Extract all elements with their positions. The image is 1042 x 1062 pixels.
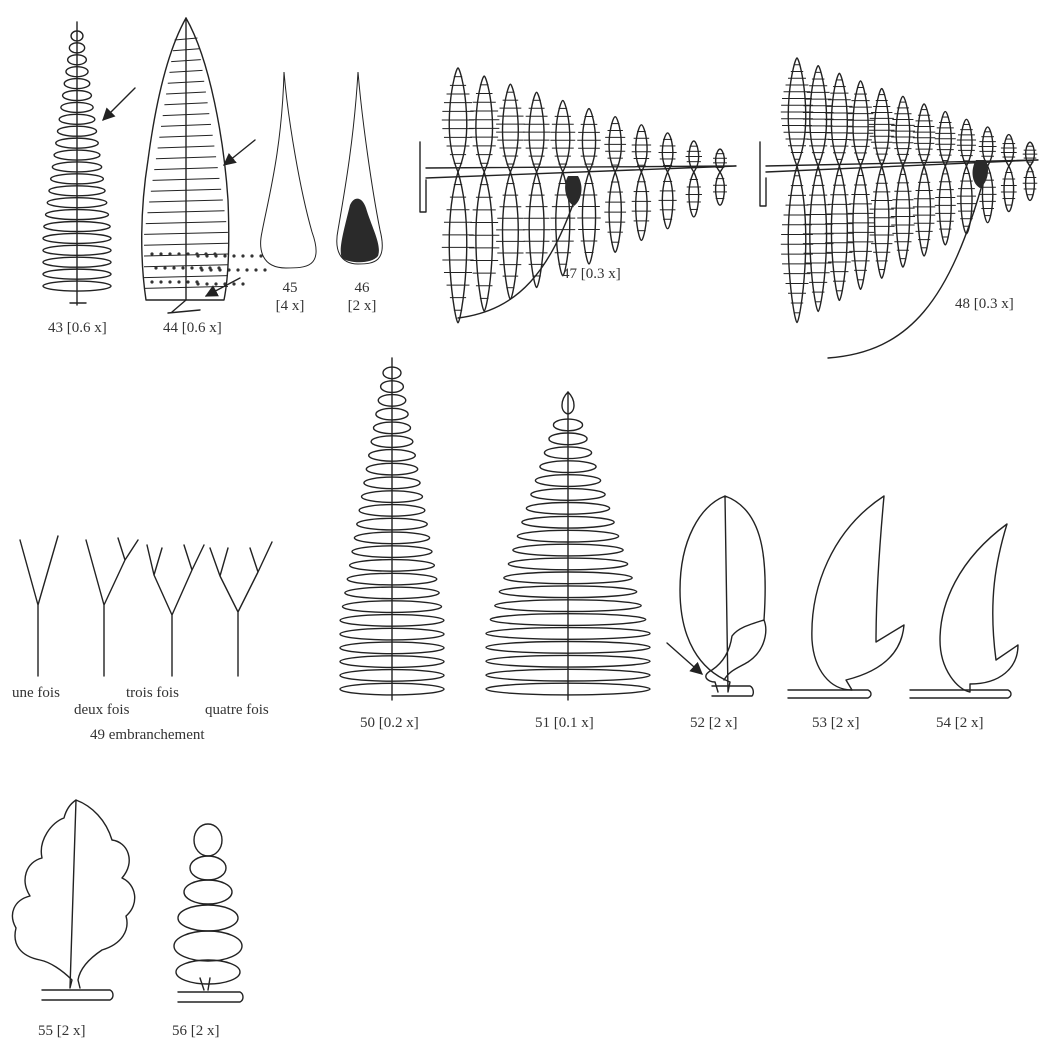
sorus-dot [177,280,180,283]
arrow-icon [667,643,702,674]
sorus-dot [186,252,189,255]
pinna [476,172,493,311]
sorus-dot [263,268,266,271]
caption-52: 52 [2 x] [690,715,738,731]
caption-45-number: 45 [283,280,298,296]
pinna [476,76,493,172]
caption-51: 51 [0.1 x] [535,715,594,731]
caption-55: 55 [2 x] [38,1023,86,1039]
sorus-dot [168,252,171,255]
caption-53: 53 [2 x] [812,715,860,731]
sorus-dot [213,252,216,255]
caption-44: 44 [0.6 x] [163,320,222,336]
sorus-dot [204,252,207,255]
lobe [190,856,226,880]
lobe [184,880,232,904]
figure-43-pinnate-frond: 43 [0.6 x] [43,22,135,336]
caption-45-scale: [4 x] [276,298,305,314]
pinna [503,84,519,172]
pinna [961,119,972,166]
figure-44-pinnate-frond: 44 [0.6 x] [142,18,267,336]
sorus-dot [181,266,184,269]
sorus-dot [250,254,253,257]
caption-56: 56 [2 x] [172,1023,220,1039]
sorus-dot [223,254,226,257]
figure-50-pinnate-frond: 50 [0.2 x] [340,358,444,731]
pinna [918,166,931,256]
sorus-dot [241,282,244,285]
sorus-dot [199,266,202,269]
pinna [556,100,570,172]
branching-label-once: une fois [12,685,60,701]
sorus-dot [168,280,171,283]
caption-46-number: 46 [355,280,371,296]
caption-46-scale: [2 x] [348,298,377,314]
sorus-dot [217,266,220,269]
caption-48: 48 [0.3 x] [955,296,1014,312]
sorus-dot [195,252,198,255]
figure-45-pinnule: 45 [4 x] [261,72,317,314]
sorus-dot [195,280,198,283]
lobe [174,931,242,961]
sorus-dot [186,280,189,283]
pinna [716,149,725,172]
pinna [716,172,725,205]
sorus-dot [163,266,166,269]
sorus-dot [150,252,153,255]
sorus-dot [177,252,180,255]
sorus-dot [232,254,235,257]
pinna [918,104,931,166]
sorus-dot [241,254,244,257]
sorus-dot [208,266,211,269]
caption-54: 54 [2 x] [936,715,984,731]
sorus-dot [205,282,208,285]
caption-49: 49 embranchement [90,727,205,743]
branching-label-thrice: trois fois [126,685,179,701]
arrow-icon [224,140,255,165]
sorus-dot [190,266,193,269]
figure-51-pinnate-frond: 51 [0.1 x] [486,392,650,731]
sorus-dot [214,282,217,285]
figure-48-tripinnate-frond: 48 [0.3 x] [760,58,1038,358]
branching-label-twice: deux fois [74,702,130,718]
sorus-dot [159,252,162,255]
lobe [176,960,240,984]
caption-43: 43 [0.6 x] [48,320,107,336]
figure-54-pinnule: 54 [2 x] [910,524,1018,731]
sorus-dot [245,268,248,271]
sorus-dot [159,280,162,283]
pinna [503,172,519,299]
sorus-dot [227,268,230,271]
figure-56-lobed-pinnule: 56 [2 x] [172,824,243,1039]
figure-53-pinnule: 53 [2 x] [788,496,904,731]
caption-47: 47 [0.3 x] [562,266,621,282]
sorus-dot [154,266,157,269]
pinna [810,66,827,166]
sorus-dot [150,280,153,283]
caption-50: 50 [0.2 x] [360,715,419,731]
figure-49-branching-diagram: une fois deux fois trois fois quatre foi… [12,536,272,743]
branching-label-four-times: quatre fois [205,702,269,718]
figure-46-pinnule-with-sori: 46 [2 x] [337,72,383,314]
figure-47-bipinnate-frond: 47 [0.3 x] [420,68,736,323]
sorus-dot [254,268,257,271]
figure-52-pinnule: 52 [2 x] [667,496,766,731]
lobe [194,824,222,856]
lobe [178,905,238,931]
pinna [810,166,827,311]
figure-55-lobed-pinnule: 55 [2 x] [12,800,134,1039]
arrow-icon [103,88,135,120]
sorus-dot [236,268,239,271]
sorus-dot [232,282,235,285]
sorus-dot [172,266,175,269]
